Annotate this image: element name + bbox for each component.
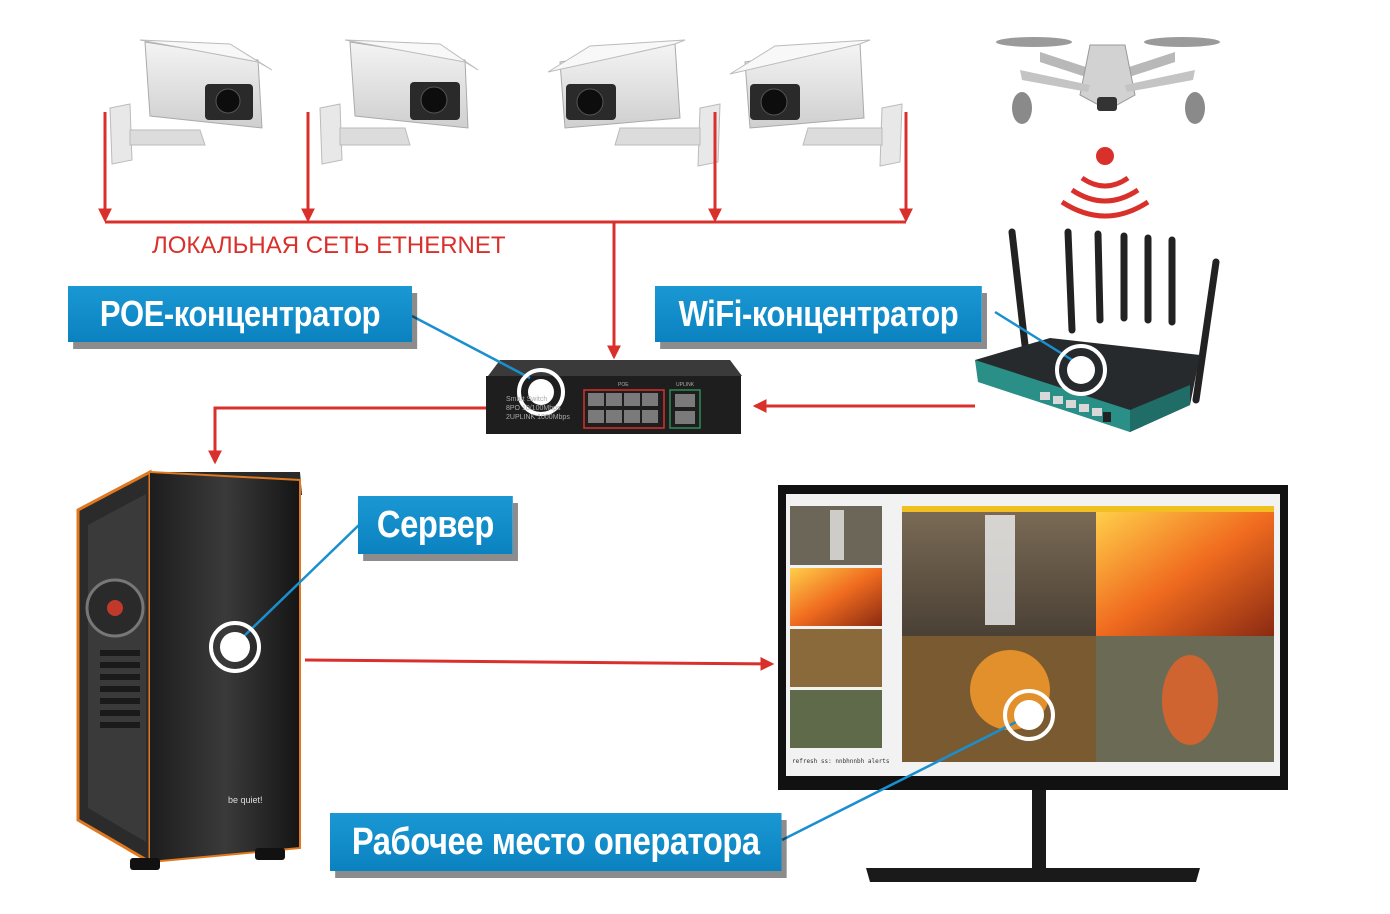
poe-switch-text-3: 2UPLINK 1000Mbps	[506, 414, 570, 421]
wifi-router	[975, 228, 1220, 432]
camera-3	[547, 39, 721, 167]
hotspot-poe	[517, 368, 565, 416]
callout-server: Сервер	[358, 496, 513, 554]
hotspot-operator	[1003, 689, 1055, 741]
server-brand-label: be quiet!	[228, 795, 263, 805]
callout-wifi: WiFi-концентратор	[655, 286, 982, 342]
operator-monitor	[778, 485, 1288, 882]
hotspot-wifi	[1055, 344, 1107, 396]
flow-arrows	[208, 399, 975, 671]
poe-switch	[486, 360, 742, 434]
monitor-status-text: refresh ss: nnbhnnbh alerts	[792, 758, 890, 765]
wifi-signal-icon	[1060, 147, 1150, 219]
ethernet-network-label: ЛОКАЛЬНАЯ СЕТЬ ETHERNET	[152, 232, 506, 259]
poe-port-label: POE	[618, 382, 629, 388]
hotspot-server	[209, 621, 261, 673]
uplink-port-label: UPLINK	[676, 382, 695, 388]
drone	[996, 37, 1220, 124]
server-tower	[76, 469, 302, 870]
ethernet-bus	[98, 112, 913, 360]
camera-2	[319, 39, 479, 165]
leader-lines	[239, 310, 1086, 842]
poe-switch-text-2: 8PO 10/100Mbps	[506, 405, 561, 412]
callout-operator: Рабочее место оператора	[330, 813, 782, 871]
callout-poe: POE-концентратор	[68, 286, 412, 342]
camera-1	[109, 39, 273, 165]
camera-4	[729, 39, 903, 167]
poe-switch-text-1: Smart Switch	[506, 396, 548, 403]
